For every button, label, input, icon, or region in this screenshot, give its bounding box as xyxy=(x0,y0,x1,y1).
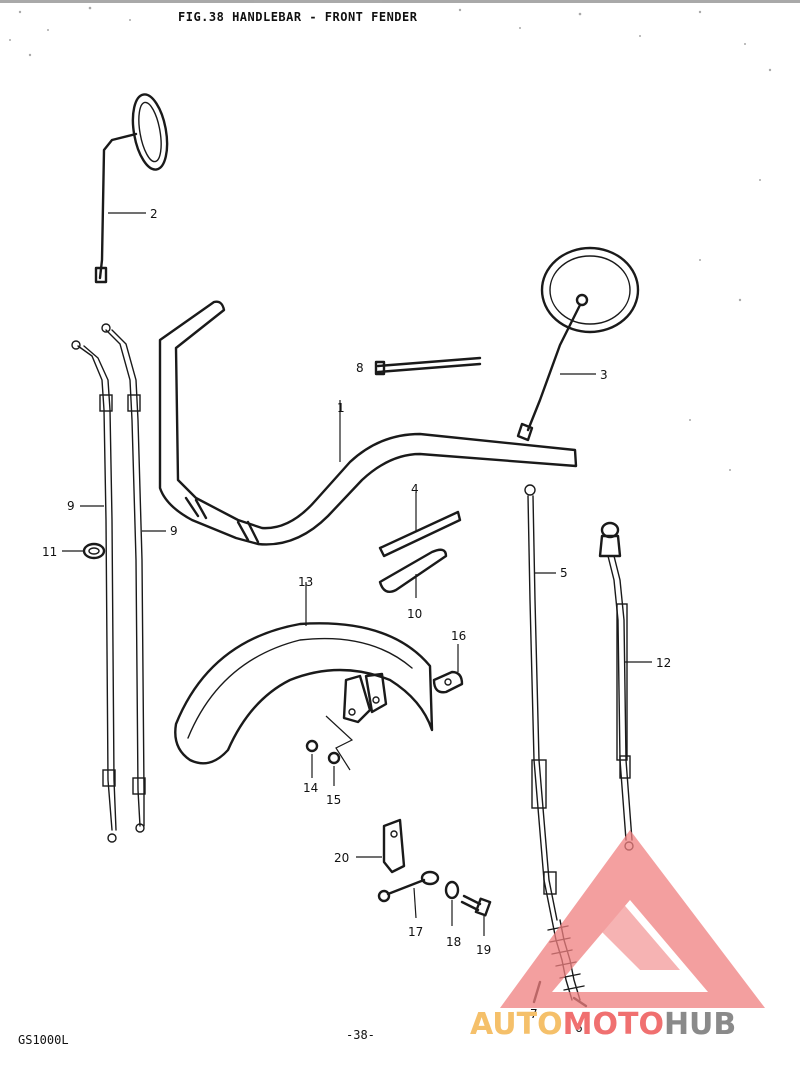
callout-9a: 9 xyxy=(67,499,75,513)
hose-bracket xyxy=(356,818,406,874)
mirror-right xyxy=(516,246,640,442)
callout-3: 3 xyxy=(600,368,608,382)
callout-6: 6 xyxy=(575,1021,583,1035)
callout-2: 2 xyxy=(150,207,158,221)
callout-10: 10 xyxy=(407,607,422,621)
print-noise xyxy=(0,0,800,471)
callout-16: 16 xyxy=(451,629,466,643)
page-number: -38- xyxy=(346,1028,375,1042)
fender-clamp xyxy=(432,644,464,694)
callout-17: 17 xyxy=(408,925,423,939)
clamp-strip xyxy=(378,492,462,558)
handlebar xyxy=(158,300,578,546)
handlebar-weight xyxy=(374,356,482,376)
brake-hose-clamp xyxy=(377,870,440,919)
callout-1: 1 xyxy=(337,401,345,415)
callout-12: 12 xyxy=(656,656,671,670)
callout-8: 8 xyxy=(356,361,364,375)
figure-title: FIG.38 HANDLEBAR - FRONT FENDER xyxy=(178,10,418,24)
callout-20: 20 xyxy=(334,851,349,865)
bolt xyxy=(460,894,492,936)
fender-nut xyxy=(325,715,354,786)
callout-15: 15 xyxy=(326,793,341,807)
callout-9b: 9 xyxy=(170,524,178,538)
callout-5: 5 xyxy=(560,566,568,580)
watermark-triangle-icon xyxy=(500,830,765,1008)
callout-11: 11 xyxy=(42,545,57,559)
watermark-text: AUTOMOTOHUB xyxy=(470,1007,736,1042)
mirror-left xyxy=(94,93,169,284)
cable-clip xyxy=(62,542,106,560)
callout-4: 4 xyxy=(411,482,419,496)
fender-bolt xyxy=(305,739,319,778)
callout-13: 13 xyxy=(298,575,313,589)
front-fender xyxy=(174,582,434,765)
washer xyxy=(444,880,460,926)
throttle-cable-2 xyxy=(101,323,166,833)
callout-19: 19 xyxy=(476,943,491,957)
speedometer-cable xyxy=(598,521,652,851)
callout-7: 7 xyxy=(530,1007,538,1021)
throttle-cable-1 xyxy=(71,340,117,843)
callout-14: 14 xyxy=(303,781,318,795)
clamp-bracket xyxy=(378,548,448,598)
model-code: GS1000L xyxy=(18,1033,69,1047)
watermark-logo xyxy=(500,830,765,1008)
front-cable-long xyxy=(524,484,558,921)
callout-18: 18 xyxy=(446,935,461,949)
